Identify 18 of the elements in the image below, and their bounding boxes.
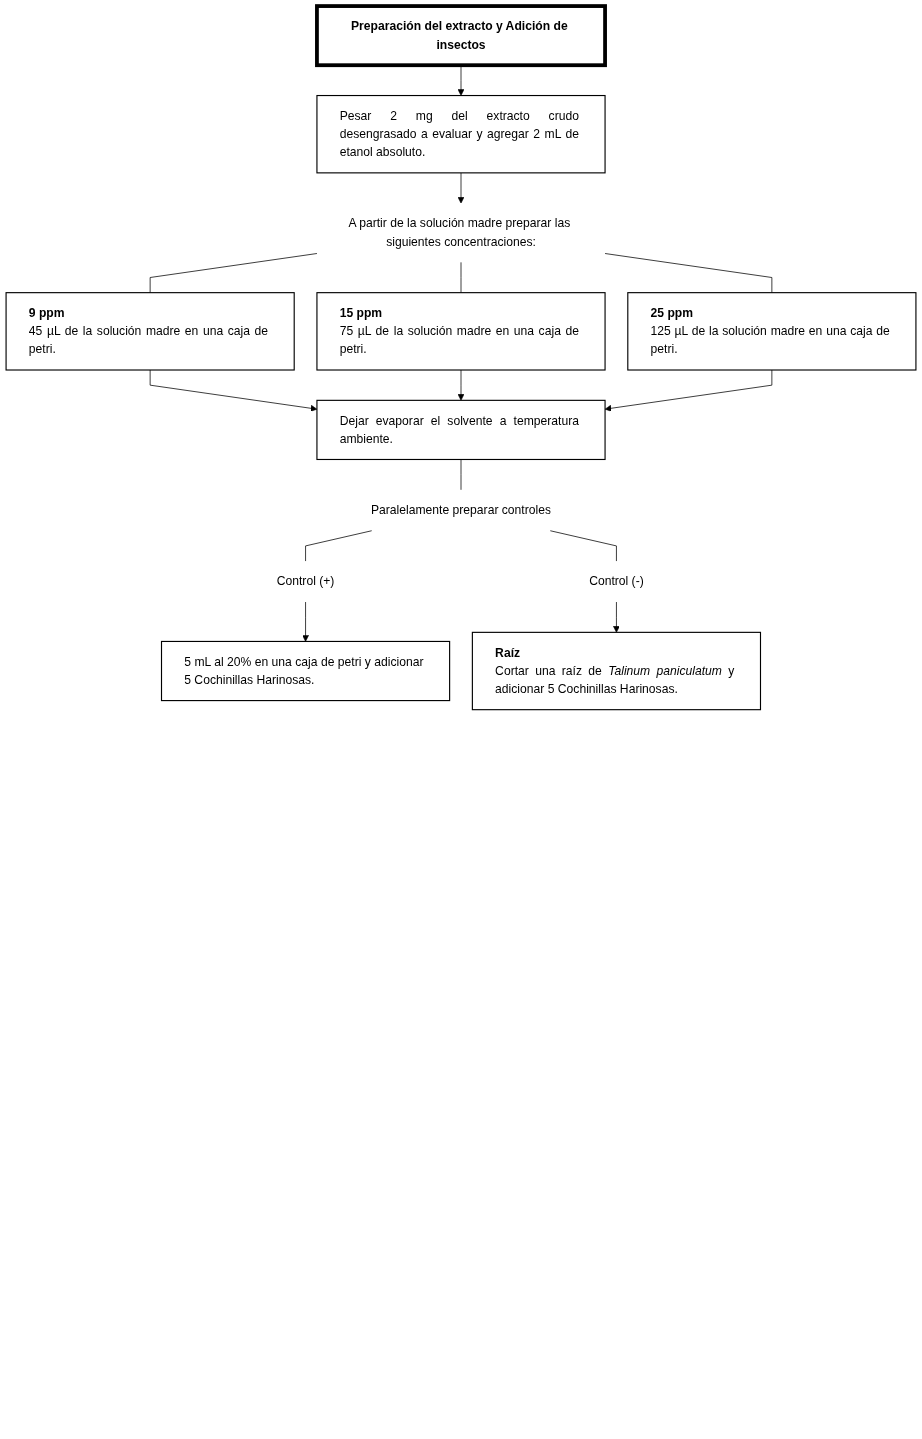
node-box: Pesar 2 mg del extracto crudo desengrasado a evaluar y agregar 2 mL de etanol absoluto. — [316, 94, 606, 174]
node-text: Paralelamente preparar controles — [370, 503, 552, 517]
node-text: Control (+) — [276, 574, 335, 588]
node-box: Raíz Cortar una raíz de Talinum paniculatum y adicionar 5 Cochinillas Harinosas. — [471, 631, 762, 711]
node-box: Dejar evaporar el solvente a temperatura ambiente. — [316, 399, 606, 461]
connector — [305, 530, 373, 562]
node-text: Control (-) — [589, 574, 644, 588]
node-box: 9 ppm 45 µL de la solución madre en una caja de petri. — [5, 292, 295, 371]
connector — [460, 261, 462, 294]
connector — [604, 253, 773, 294]
node-box: Preparación del extracto y Adición de insectos — [315, 4, 607, 68]
connector — [549, 530, 617, 562]
node-box: 5 mL al 20% en una caja de petri y adicionar 5 Cochinillas Harinosas. — [160, 640, 451, 702]
connector — [149, 253, 318, 294]
node-box: 15 ppm 75 µL de la solución madre en una caja de petri. — [316, 292, 606, 371]
connector — [460, 459, 462, 491]
node-box: 25 ppm 125 µL de la solución madre en una caja de petri. — [627, 292, 917, 371]
node-text: A partir de la solución madre preparar las siguientes concentraciones: — [348, 216, 571, 248]
